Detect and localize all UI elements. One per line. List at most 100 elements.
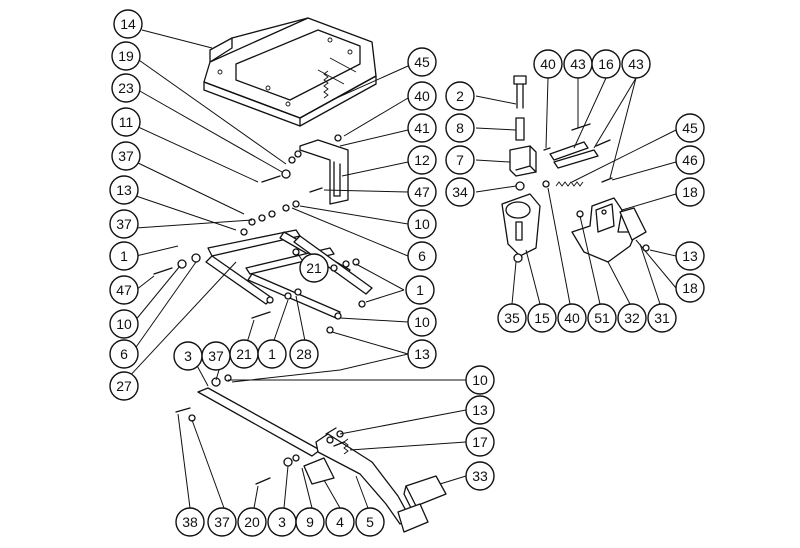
callout-13: 13 <box>407 339 437 369</box>
svg-text:11: 11 <box>119 114 134 130</box>
svg-text:40: 40 <box>540 56 556 72</box>
svg-text:1: 1 <box>416 282 424 298</box>
callout-27: 27 <box>109 371 139 401</box>
callout-6: 6 <box>109 339 139 369</box>
svg-text:33: 33 <box>472 468 488 484</box>
callout-28: 28 <box>289 339 319 369</box>
svg-text:23: 23 <box>118 80 134 96</box>
svg-text:17: 17 <box>472 434 488 450</box>
svg-text:8: 8 <box>456 120 464 136</box>
callout-2: 2 <box>445 81 475 111</box>
svg-text:21: 21 <box>236 346 252 362</box>
callout-3: 3 <box>267 507 297 537</box>
svg-text:13: 13 <box>682 248 698 264</box>
callout-34: 34 <box>445 177 475 207</box>
right-linkage <box>542 123 613 218</box>
svg-text:13: 13 <box>414 346 430 362</box>
svg-text:2: 2 <box>456 88 464 104</box>
callout-47: 47 <box>109 275 139 305</box>
callout-33: 33 <box>465 461 495 491</box>
callout-7: 7 <box>445 145 475 175</box>
svg-text:6: 6 <box>418 248 426 264</box>
svg-text:1: 1 <box>268 346 276 362</box>
hardware-upper-left <box>240 134 342 236</box>
callout-1: 1 <box>257 339 287 369</box>
callout-20: 20 <box>237 507 267 537</box>
callout-4: 4 <box>325 507 355 537</box>
callout-37: 37 <box>111 141 141 171</box>
callout-43: 43 <box>563 49 593 79</box>
callout-51: 51 <box>587 303 617 333</box>
part-45-spring-left <box>323 70 329 99</box>
callout-13: 13 <box>465 395 495 425</box>
callout-3: 3 <box>173 341 203 371</box>
svg-text:28: 28 <box>296 346 312 362</box>
callout-45: 45 <box>407 47 437 77</box>
callout-37: 37 <box>207 507 237 537</box>
svg-text:37: 37 <box>208 348 224 364</box>
callout-47: 47 <box>407 177 437 207</box>
callout-21: 21 <box>229 339 259 369</box>
svg-text:16: 16 <box>598 56 614 72</box>
svg-text:31: 31 <box>654 310 670 326</box>
callout-15: 15 <box>527 303 557 333</box>
callout-40: 40 <box>533 49 563 79</box>
part-7-block <box>509 145 537 191</box>
callout-10: 10 <box>109 309 139 339</box>
svg-text:43: 43 <box>570 56 586 72</box>
part-15-caster <box>501 193 541 263</box>
callout-46: 46 <box>675 145 705 175</box>
callout-5: 5 <box>355 507 385 537</box>
callout-37: 37 <box>201 341 231 371</box>
callout-35: 35 <box>497 303 527 333</box>
part-14-bracket <box>203 17 377 127</box>
svg-text:10: 10 <box>414 314 430 330</box>
svg-text:15: 15 <box>534 310 550 326</box>
svg-text:10: 10 <box>414 216 430 232</box>
svg-text:13: 13 <box>116 182 132 198</box>
svg-text:27: 27 <box>116 378 132 394</box>
svg-text:14: 14 <box>120 16 136 32</box>
callout-38: 38 <box>175 507 205 537</box>
callout-balloons: 14 19 23 11 37 13 37 1 47 10 6 27 45 40 … <box>109 9 705 537</box>
svg-text:37: 37 <box>214 514 230 530</box>
callout-8: 8 <box>445 113 475 143</box>
callout-13: 13 <box>675 241 705 271</box>
part-8-sleeve <box>515 117 525 141</box>
callout-10: 10 <box>407 307 437 337</box>
svg-text:10: 10 <box>472 372 488 388</box>
callout-18: 18 <box>675 177 705 207</box>
svg-text:43: 43 <box>628 56 644 72</box>
callout-23: 23 <box>111 73 141 103</box>
callout-45: 45 <box>675 113 705 143</box>
callout-12: 12 <box>407 145 437 175</box>
svg-text:20: 20 <box>244 514 260 530</box>
callout-32: 32 <box>617 303 647 333</box>
svg-text:19: 19 <box>118 48 134 64</box>
leader-lines <box>125 29 677 509</box>
callout-43: 43 <box>621 49 651 79</box>
svg-text:47: 47 <box>116 282 132 298</box>
svg-text:12: 12 <box>414 152 430 168</box>
callout-37: 37 <box>109 209 139 239</box>
svg-text:4: 4 <box>336 514 344 530</box>
callout-40: 40 <box>557 303 587 333</box>
callout-41: 41 <box>407 113 437 143</box>
svg-text:1: 1 <box>120 248 128 264</box>
svg-text:37: 37 <box>118 148 134 164</box>
part-17-spring <box>343 438 349 455</box>
callout-40: 40 <box>407 81 437 111</box>
svg-text:6: 6 <box>120 346 128 362</box>
svg-text:40: 40 <box>414 88 430 104</box>
callout-9: 9 <box>295 507 325 537</box>
callout-21: 21 <box>299 253 329 283</box>
svg-text:9: 9 <box>306 514 314 530</box>
svg-text:51: 51 <box>594 310 610 326</box>
svg-text:37: 37 <box>116 216 132 232</box>
svg-text:5: 5 <box>366 514 374 530</box>
svg-text:10: 10 <box>116 316 132 332</box>
svg-text:13: 13 <box>472 402 488 418</box>
callout-1: 1 <box>405 275 435 305</box>
part-3-long-bar <box>175 374 321 457</box>
